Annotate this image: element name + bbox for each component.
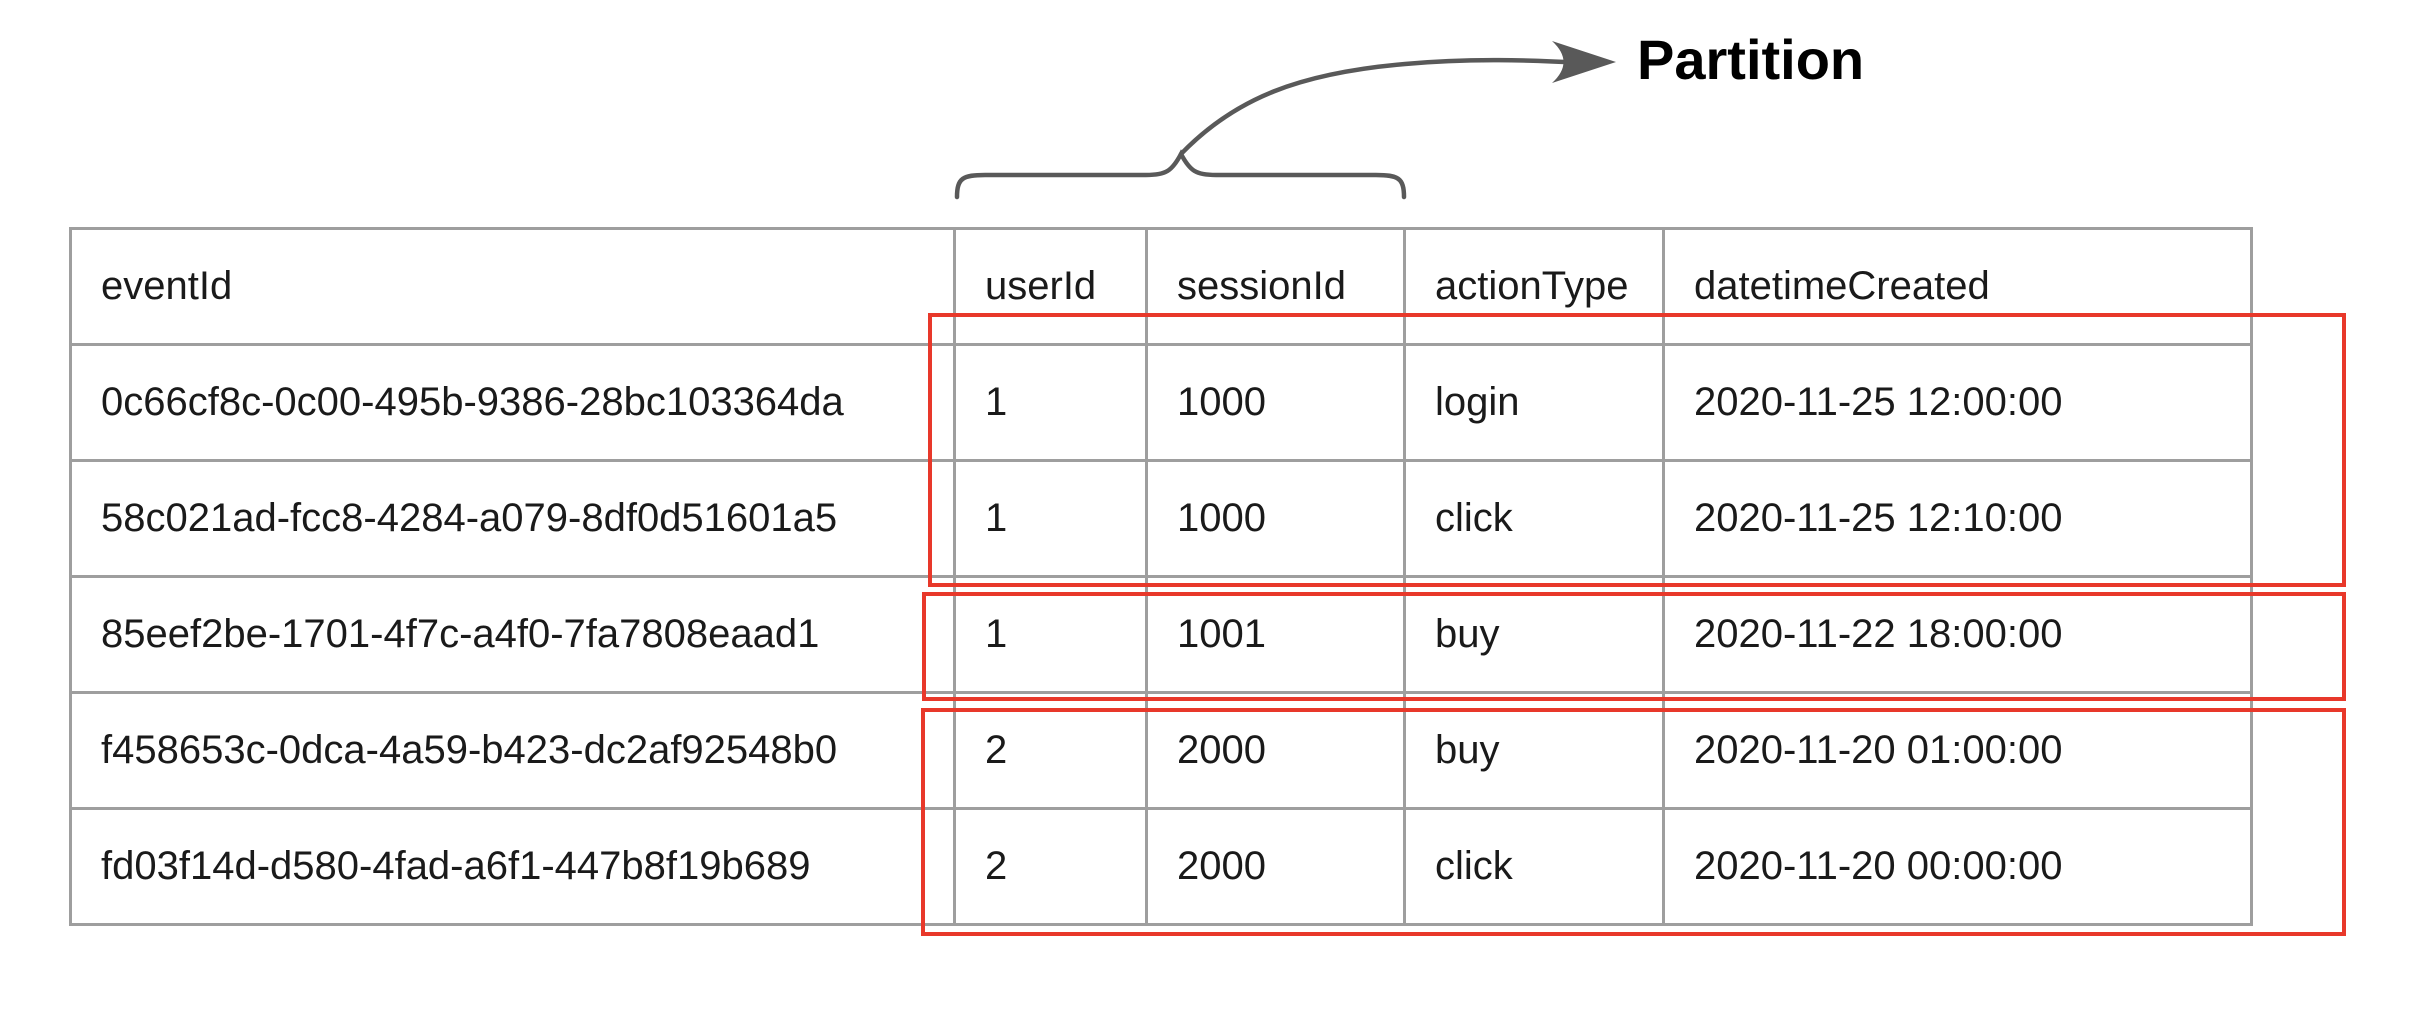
column-header-actiontype: actionType: [1403, 227, 1665, 346]
sessionid-cell: 2000: [1145, 691, 1406, 810]
column-header-datetimecreated: datetimeCreated: [1662, 227, 2253, 346]
userid-cell: 2: [953, 807, 1148, 926]
datetimecreated-cell: 2020-11-20 00:00:00: [1662, 807, 2253, 926]
table-row: 0c66cf8c-0c00-495b-9386-28bc103364da 1 1…: [69, 343, 2253, 462]
actiontype-cell: buy: [1403, 691, 1665, 810]
actiontype-cell: login: [1403, 343, 1665, 462]
datetimecreated-cell: 2020-11-25 12:00:00: [1662, 343, 2253, 462]
eventid-cell: 58c021ad-fcc8-4284-a079-8df0d51601a5: [69, 459, 956, 578]
column-header-eventid: eventId: [69, 227, 956, 346]
events-table: eventId userId sessionId actionType date…: [69, 227, 2253, 926]
table-row: 85eef2be-1701-4f7c-a4f0-7fa7808eaad1 1 1…: [69, 575, 2253, 694]
actiontype-cell: buy: [1403, 575, 1665, 694]
header-row: eventId userId sessionId actionType date…: [69, 227, 2253, 346]
actiontype-cell: click: [1403, 459, 1665, 578]
curly-brace: [954, 149, 1407, 200]
eventid-cell: 85eef2be-1701-4f7c-a4f0-7fa7808eaad1: [69, 575, 956, 694]
actiontype-cell: click: [1403, 807, 1665, 926]
eventid-cell: 0c66cf8c-0c00-495b-9386-28bc103364da: [69, 343, 956, 462]
arrow-head: [1552, 41, 1616, 83]
userid-cell: 1: [953, 459, 1148, 578]
table-row: fd03f14d-d580-4fad-a6f1-447b8f19b689 2 2…: [69, 807, 2253, 926]
datetimecreated-cell: 2020-11-25 12:10:00: [1662, 459, 2253, 578]
userid-cell: 1: [953, 343, 1148, 462]
table-row: 58c021ad-fcc8-4284-a079-8df0d51601a5 1 1…: [69, 459, 2253, 578]
datetimecreated-cell: 2020-11-20 01:00:00: [1662, 691, 2253, 810]
column-header-sessionid: sessionId: [1145, 227, 1406, 346]
table-row: f458653c-0dca-4a59-b423-dc2af92548b0 2 2…: [69, 691, 2253, 810]
eventid-cell: fd03f14d-d580-4fad-a6f1-447b8f19b689: [69, 807, 956, 926]
partition-label: Partition: [1637, 28, 1865, 91]
datetimecreated-cell: 2020-11-22 18:00:00: [1662, 575, 2253, 694]
sessionid-cell: 1000: [1145, 343, 1406, 462]
sessionid-cell: 2000: [1145, 807, 1406, 926]
eventid-cell: f458653c-0dca-4a59-b423-dc2af92548b0: [69, 691, 956, 810]
sessionid-cell: 1001: [1145, 575, 1406, 694]
column-header-userid: userId: [953, 227, 1148, 346]
sessionid-cell: 1000: [1145, 459, 1406, 578]
userid-cell: 2: [953, 691, 1148, 810]
arrow-curve: [1178, 57, 1587, 157]
userid-cell: 1: [953, 575, 1148, 694]
